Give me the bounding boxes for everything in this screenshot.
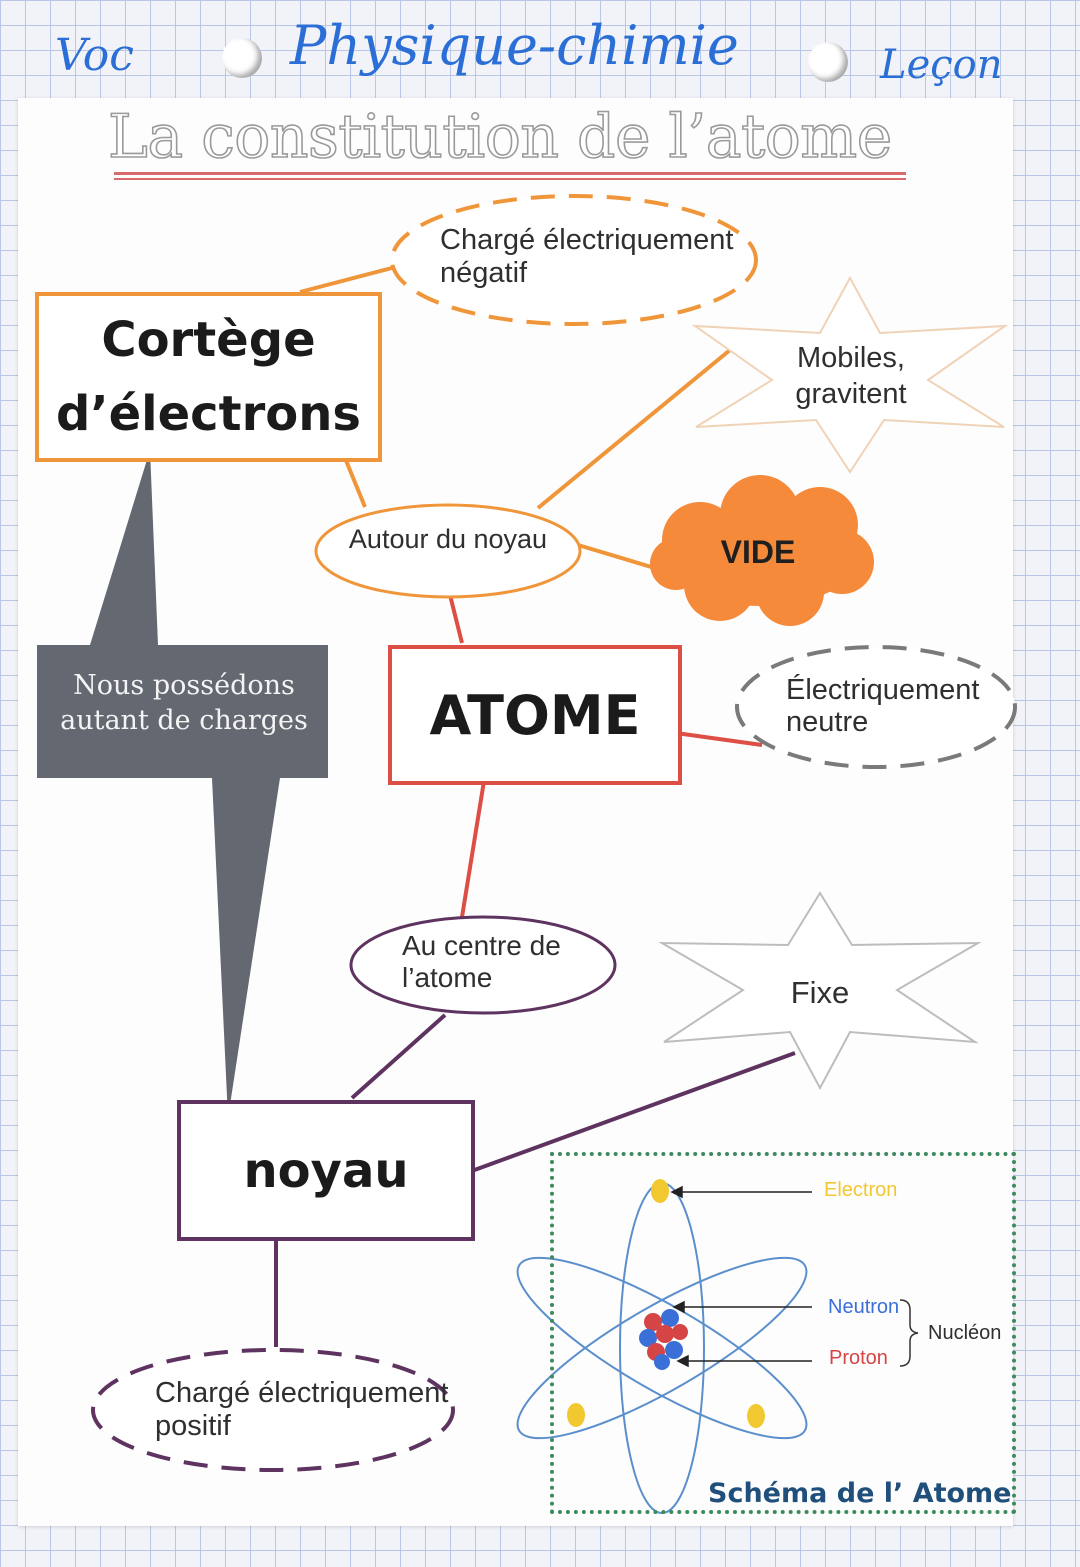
connector-atome-neutre	[675, 731, 763, 747]
autour-label: Autour du noyau	[348, 524, 548, 554]
positif-ellipse	[91, 1348, 455, 1472]
centre-line2: l’atome	[402, 962, 493, 993]
positif-line1: Chargé électriquement	[155, 1377, 449, 1409]
page-title: La constitution de l’atome	[107, 101, 893, 173]
connector-atome-centre	[460, 780, 486, 918]
title-underline	[114, 178, 906, 180]
neutre-line2: neutre	[786, 706, 869, 738]
mobiles-line1: Mobiles,	[797, 342, 905, 374]
neutre-ellipse	[735, 645, 1017, 769]
connector-cortege-autour	[343, 457, 367, 508]
cortege-label-line2: d’électrons	[56, 386, 361, 442]
positif-label: Chargé électriquement positif	[155, 1377, 448, 1443]
callout-line1: Nous possédons	[73, 670, 295, 701]
centre-ellipse	[349, 915, 617, 1015]
handwritten-voc: Voc	[55, 30, 134, 81]
electrons	[567, 1179, 765, 1428]
centre-label: Au centre de l’atome	[402, 930, 561, 994]
callout-shape	[37, 450, 328, 1118]
title-underline	[114, 172, 906, 175]
callout-text: Nous possédons autant de charges	[40, 668, 328, 738]
atome-label: ATOME	[429, 683, 641, 747]
proton-label: Proton	[829, 1347, 888, 1369]
fixe-star	[658, 891, 982, 1091]
punch-hole	[222, 38, 262, 78]
neutron-label: Neutron	[828, 1296, 900, 1318]
mobiles-label: Mobiles, gravitent	[770, 340, 932, 412]
schema-caption: Schéma de l’ Atome	[708, 1478, 1012, 1509]
connector-centre-noyau	[350, 1013, 447, 1100]
neutre-label: Électriquement neutre	[786, 674, 979, 738]
cortege-box: Cortège d’électrons	[35, 292, 382, 462]
schema-frame	[550, 1152, 1016, 1514]
mobiles-star	[691, 275, 1009, 474]
positif-line2: positif	[155, 1410, 231, 1442]
negatif-line2: négatif	[440, 257, 528, 289]
nucleus	[639, 1309, 688, 1370]
schema-arrows	[670, 1185, 812, 1368]
connector-cortege-negatif	[299, 266, 393, 294]
connector-autour-mobiles	[536, 348, 732, 510]
handwritten-subject: Physique-chimie	[290, 14, 739, 77]
negatif-line1: Chargé électriquement	[440, 224, 734, 256]
connector-noyau-fixe	[468, 1051, 796, 1174]
nucleon-brace	[899, 1299, 919, 1367]
electron-label: Electron	[824, 1179, 898, 1201]
handwritten-lesson: Leçon	[880, 42, 1003, 88]
callout-line2: autant de charges	[60, 705, 308, 736]
fixe-label: Fixe	[790, 975, 850, 1010]
mobiles-line2: gravitent	[795, 378, 907, 410]
cortege-label-line1: Cortège	[101, 312, 316, 368]
centre-line1: Au centre de	[402, 930, 561, 961]
punch-hole	[808, 42, 848, 82]
neutre-line1: Électriquement	[786, 674, 980, 706]
noyau-label: noyau	[243, 1142, 409, 1199]
negatif-ellipse	[390, 194, 758, 326]
connector-autour-atome	[448, 594, 464, 644]
atome-box: ATOME	[388, 645, 682, 785]
negatif-label: Chargé électriquement négatif	[440, 224, 733, 290]
vide-cloud	[650, 475, 874, 626]
autour-ellipse	[314, 503, 582, 599]
vide-label: VIDE	[720, 534, 796, 570]
noyau-box: noyau	[177, 1100, 475, 1241]
nucleon-label: Nucléon	[928, 1322, 1002, 1344]
